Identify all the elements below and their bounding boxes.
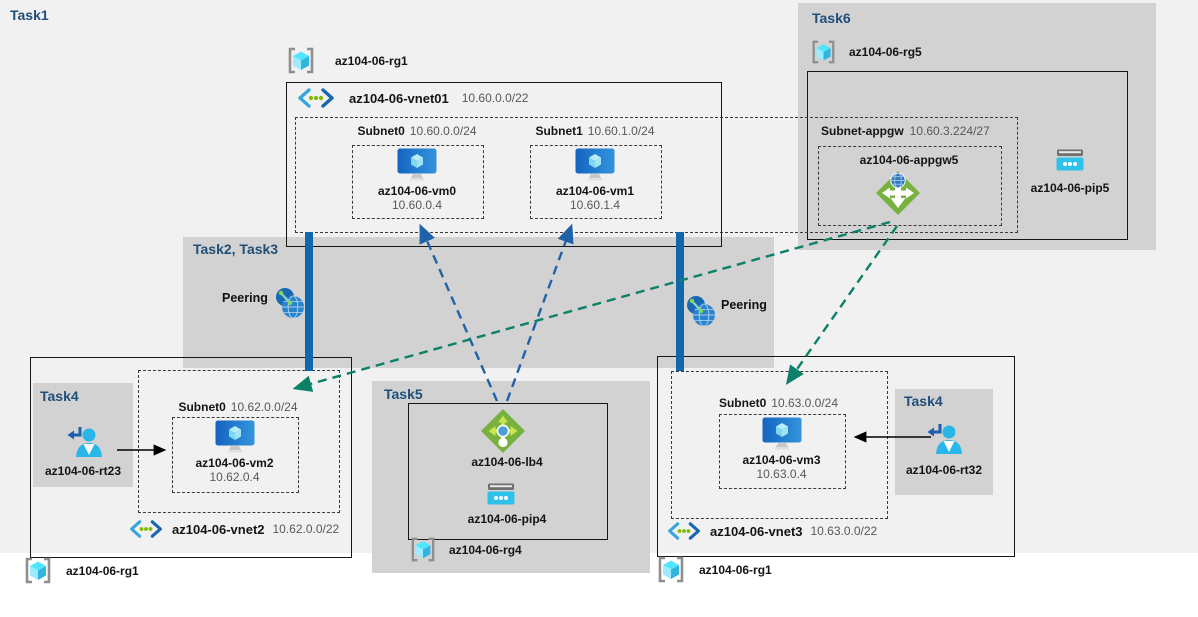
vm0-name: az104-06-vm0	[377, 184, 457, 198]
resource-group-icon	[811, 40, 836, 64]
vm2-group: az104-06-vm2 10.62.0.4	[172, 420, 297, 484]
vnet3-subnet0-label: Subnet0 10.63.0.0/24	[718, 396, 839, 410]
peering-bar-right	[676, 232, 684, 371]
rg5-label: az104-06-rg5	[849, 45, 922, 59]
vnet1-header: az104-06-vnet01 10.60.0.0/22	[296, 88, 528, 108]
resource-group-icon	[24, 557, 52, 584]
peering-icon	[686, 295, 716, 327]
vnet3-cidr: 10.63.0.0/22	[810, 524, 878, 538]
app-gateway-icon	[875, 170, 921, 216]
vnet1-subnet0-box	[352, 145, 484, 219]
task5-label: Task5	[384, 386, 423, 402]
vnet2-subnet0-box	[138, 370, 340, 513]
rg1-right-row: az104-06-rg1	[657, 556, 772, 583]
task4-right-label: Task4	[904, 393, 943, 409]
rg4-label: az104-06-rg4	[449, 542, 522, 557]
vm3-box	[719, 414, 846, 489]
pip4-label: az104-06-pip4	[467, 512, 547, 526]
task23-label: Task2, Task3	[193, 241, 279, 257]
region-task6: Task6	[798, 3, 1156, 250]
vnet2-cidr: 10.62.0.0/22	[272, 522, 340, 536]
task6-resource-box	[807, 71, 1128, 240]
rg1-left-label: az104-06-rg1	[66, 563, 139, 578]
vm-icon	[397, 148, 437, 181]
vnet1-cidr: 10.60.0.0/22	[461, 91, 529, 105]
vnet2-name: az104-06-vnet2	[172, 521, 265, 537]
rg1-top-label: az104-06-rg1	[335, 53, 408, 68]
vm-icon	[762, 417, 802, 450]
vnet2-subnet0-label: Subnet0 10.62.0.0/24	[178, 400, 298, 414]
peering-left-label: Peering	[222, 291, 268, 305]
vnet-icon	[666, 522, 702, 540]
pip5-label: az104-06-pip5	[1030, 181, 1110, 195]
vm1-group: az104-06-vm1 10.60.1.4	[530, 148, 660, 212]
region-task5: Task5	[372, 381, 650, 573]
subnet-appgw-box	[818, 146, 1002, 226]
vnet1-subnet1-box	[530, 145, 662, 219]
public-ip-icon	[487, 483, 515, 505]
vnet-icon	[128, 520, 164, 538]
vnet3-name: az104-06-vnet3	[710, 523, 803, 539]
vnet3-footer: az104-06-vnet3 10.63.0.0/22	[666, 522, 877, 540]
vm0-ip: 10.60.0.4	[391, 198, 443, 212]
vnet1-subnet0-label: Subnet0 10.60.0.0/24	[357, 124, 477, 138]
lb4-label: az104-06-lb4	[471, 455, 543, 469]
rg4-row: az104-06-rg4	[410, 537, 522, 562]
vm1-ip: 10.60.1.4	[569, 198, 621, 212]
appgw-name: az104-06-appgw5	[859, 153, 959, 167]
resource-group-icon	[287, 47, 315, 74]
vnet1-name: az104-06-vnet01	[349, 90, 449, 106]
task6-label: Task6	[812, 10, 851, 26]
vnet-icon	[296, 88, 336, 108]
peering-right-label: Peering	[721, 298, 767, 312]
public-ip-icon	[1056, 149, 1084, 171]
vnet1-subnet1-label: Subnet1 10.60.1.0/24	[535, 124, 655, 138]
vm-icon	[215, 420, 255, 453]
task1-label: Task1	[10, 7, 49, 23]
resource-group-icon	[410, 537, 436, 562]
vnet2-footer: az104-06-vnet2 10.62.0.0/22	[128, 520, 339, 538]
rt32-label: az104-06-rt32	[905, 463, 983, 477]
subnet-appgw-label: Subnet-appgw 10.60.3.224/27	[821, 124, 990, 138]
peering-bar-left	[305, 232, 313, 371]
load-balancer-icon	[480, 408, 526, 454]
vm2-box	[172, 417, 299, 493]
vm2-ip: 10.62.0.4	[209, 470, 260, 484]
vm3-ip: 10.63.0.4	[756, 467, 807, 481]
vnet2-box	[30, 357, 352, 558]
route-table-icon	[67, 426, 103, 458]
rg1-left-row: az104-06-rg1	[24, 557, 139, 584]
task5-resource-box	[408, 403, 608, 540]
vm3-group: az104-06-vm3 10.63.0.4	[719, 417, 844, 481]
vm3-name: az104-06-vm3	[742, 453, 821, 467]
peering-icon	[275, 287, 305, 319]
vm0-group: az104-06-vm0 10.60.0.4	[352, 148, 482, 212]
rg5-row: az104-06-rg5	[811, 40, 922, 64]
rg1-top-row: az104-06-rg1	[287, 47, 408, 74]
vm1-name: az104-06-vm1	[555, 184, 635, 198]
rg1-right-label: az104-06-rg1	[699, 562, 772, 577]
rt23-label: az104-06-rt23	[44, 464, 122, 478]
vm-icon	[575, 148, 615, 181]
resource-group-icon	[657, 556, 685, 583]
vm2-name: az104-06-vm2	[195, 456, 274, 470]
task4-left-label: Task4	[40, 388, 79, 404]
route-table-icon	[927, 423, 963, 455]
